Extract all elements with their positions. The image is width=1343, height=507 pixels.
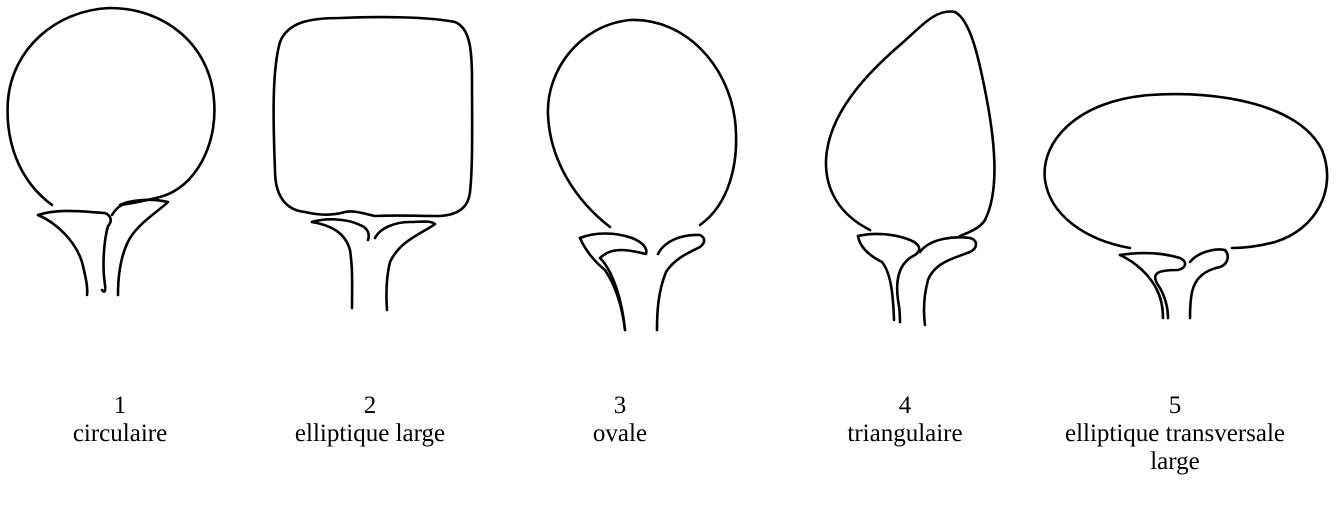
shape-1-number: 1 (40, 392, 200, 420)
shape-1-name: circulaire (40, 420, 200, 448)
shape-2-number: 2 (270, 392, 470, 420)
shape-4-triangular-outline (826, 11, 995, 325)
shape-4-name: triangulaire (815, 420, 995, 448)
shape-3-name: ovale (560, 420, 680, 448)
shape-4-caption: 4 triangulaire (815, 392, 995, 448)
shape-3-caption: 3 ovale (560, 392, 680, 448)
shape-5-name: elliptique transversale (1030, 420, 1320, 448)
shape-4-number: 4 (815, 392, 995, 420)
shape-3-ovate-outline (548, 20, 736, 330)
shape-2-name: elliptique large (270, 420, 470, 448)
shape-5-name-line2: large (1030, 448, 1320, 476)
shape-5-number: 5 (1030, 392, 1320, 420)
shape-5-broad-transverse-elliptic-outline (1045, 94, 1328, 318)
shape-2-caption: 2 elliptique large (270, 392, 470, 448)
shape-1-caption: 1 circulaire (40, 392, 200, 448)
shape-3-number: 3 (560, 392, 680, 420)
shape-5-caption: 5 elliptique transversale large (1030, 392, 1320, 476)
shape-1-circular-outline (8, 8, 215, 295)
shape-2-broad-elliptic-outline (274, 17, 473, 310)
